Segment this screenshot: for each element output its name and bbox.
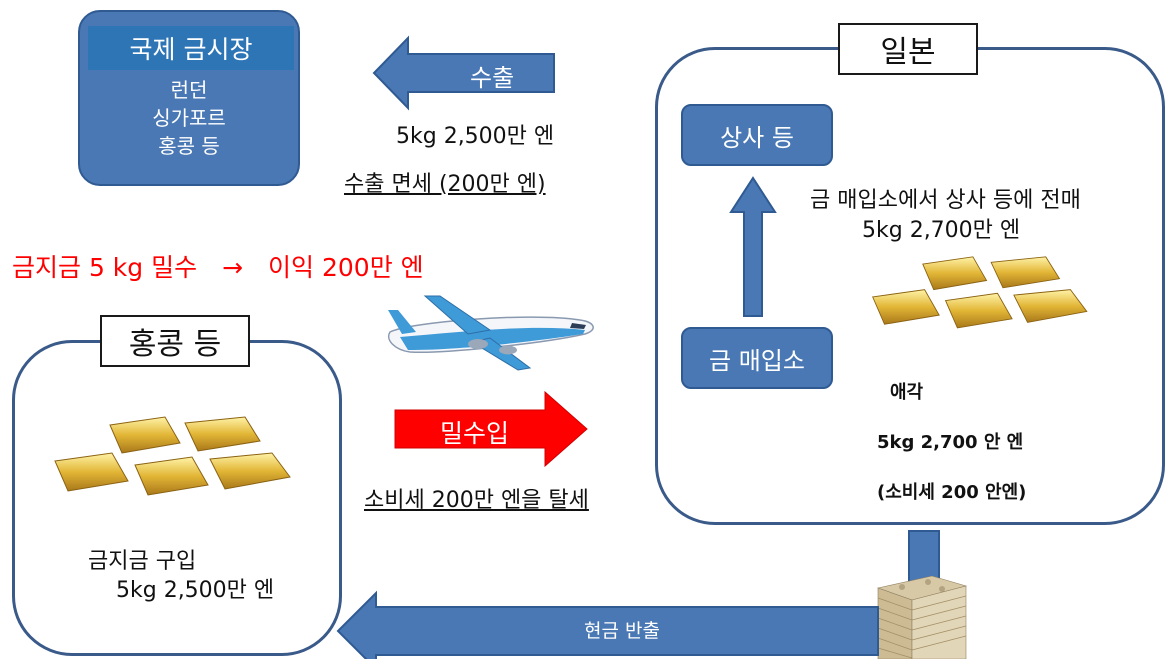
resale-label: 금 매입소에서 상사 등에 전매 (810, 188, 1081, 213)
hongkong-buy-label: 금지금 구입 (88, 549, 197, 574)
cash-arrow-label: 현금 반출 (584, 620, 660, 642)
sale-amount: 5kg 2,700 안 엔 (877, 432, 1024, 453)
market-place-3: 홍콩 등 (158, 134, 220, 158)
hongkong-tag: 홍콩 등 (100, 315, 250, 367)
smuggle-tax: 소비세 200만 엔을 탈세 (364, 488, 589, 513)
market-place-1: 런던 (170, 78, 208, 102)
gold-bars-icon-japan (872, 256, 1088, 329)
smuggle-arrow-label: 밀수입 (440, 419, 510, 448)
market-place-2: 싱가포르 (152, 106, 226, 130)
cash-stack-icon (876, 575, 968, 659)
export-arrow (372, 35, 555, 111)
hongkong-frame (12, 340, 342, 656)
export-amount: 5kg 2,500만 엔 (396, 124, 555, 149)
sale-tax: (소비세 200 안엔) (877, 482, 1027, 503)
up-arrow (729, 176, 777, 317)
trader-box: 상사 등 (681, 104, 833, 166)
export-arrow-label: 수출 (470, 64, 515, 92)
cash-arrow (336, 590, 879, 659)
smuggle-arrow (394, 390, 588, 468)
market-box: 국제 금시장 런던 싱가포르 홍콩 등 (78, 10, 300, 186)
gold-bars-icon (54, 416, 291, 496)
market-title: 국제 금시장 (88, 26, 294, 70)
resale-amount: 5kg 2,700만 엔 (862, 218, 1021, 243)
sale-label: 애각 (890, 382, 924, 403)
hongkong-buy-amount: 5kg 2,500만 엔 (116, 578, 275, 603)
profit-text: 금지금 5 kg 밀수 → 이익 200만 엔 (12, 253, 424, 282)
buyer-box: 금 매입소 (681, 327, 833, 389)
export-tax: 수출 면세 (200만 엔) (344, 172, 546, 197)
airplane-icon (388, 295, 594, 371)
japan-tag: 일본 (838, 23, 978, 75)
